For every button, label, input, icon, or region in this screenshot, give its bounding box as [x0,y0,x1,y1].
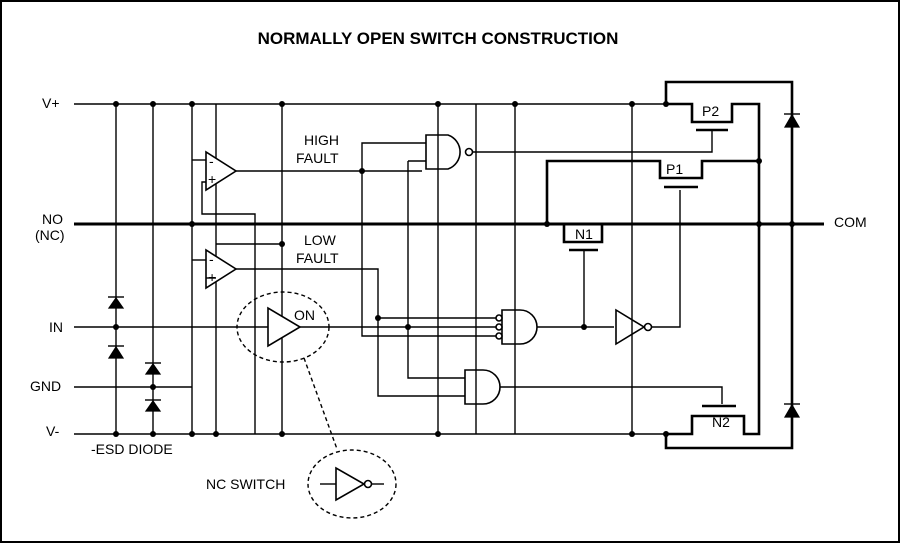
nand-gate-upper [425,134,461,170]
esd-diode-3 [144,362,162,375]
nc-switch-label: NC SWITCH [206,476,285,492]
and-gate-center [501,309,538,345]
and-lower-in-1 [407,161,465,379]
comp-high-minus: - [209,153,214,169]
com-diode-upper [783,113,801,128]
p2-gate-net [473,130,713,153]
low-fault-net [236,268,498,319]
comp-high-in-plus [201,181,256,434]
low-fault-label-1: LOW [304,232,337,248]
label-in: IN [49,319,63,335]
low-fault-label-2: FAULT [296,250,339,266]
label-nc: (NC) [35,227,65,243]
junction-dots [113,101,795,437]
label-com: COM [834,214,867,230]
esd-diode-1 [107,296,125,309]
comp-low-plus: + [208,269,216,285]
label-gnd: GND [30,378,61,394]
esd-diode-4 [144,399,162,412]
p1-channel [545,159,759,224]
high-fault-label-2: FAULT [296,150,339,166]
and-center-bubble-1 [495,314,503,322]
nc-switch-inverter [335,466,366,502]
label-vplus: V+ [42,95,60,111]
comp-low-minus: - [209,251,214,267]
callout-line [303,357,338,450]
n2-label: N2 [712,414,730,430]
esd-label: -ESD DIODE [91,441,173,457]
nc-switch-ellipse [307,449,397,519]
nand-upper-in-1 [361,142,426,171]
n2-channel [666,414,761,436]
comp-high-plus: + [208,171,216,187]
diagram-title: NORMALLY OPEN SWITCH CONSTRUCTION [258,29,619,48]
p2-channel [666,102,761,416]
n1-label: N1 [575,226,593,242]
p1-gate-net [652,190,681,328]
high-fault-label-1: HIGH [304,132,339,148]
and-lower-in-2 [377,318,465,397]
esd-diode-2 [107,345,125,359]
and-center-in-3 [361,171,496,337]
on-highlight-ellipse [236,291,330,363]
inverter [615,308,646,346]
and-center-bubble-3 [495,332,503,340]
nand-bubble-upper [464,147,474,157]
nc-switch-bubble [363,479,373,489]
label-vminus: V- [46,423,60,439]
p1-label: P1 [666,161,683,177]
comparator-high [205,150,238,192]
on-label: ON [294,307,315,323]
inverter-bubble [643,322,653,332]
p2-label: P2 [702,103,719,119]
com-diode-lower [783,403,801,418]
label-no: NO [42,211,63,227]
input-buffer [267,306,302,348]
n2-gate-net [500,386,723,404]
and-gate-lower [464,369,501,405]
and-center-bubble-2 [495,323,503,331]
outer-loop [664,80,794,450]
n1-channel [547,222,604,244]
